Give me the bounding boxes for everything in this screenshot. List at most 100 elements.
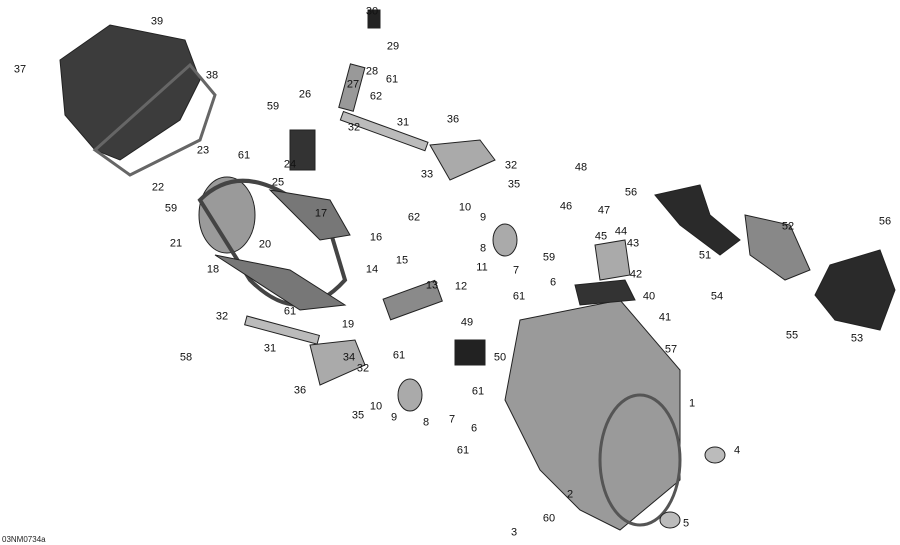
callout-61: 61 bbox=[237, 149, 251, 162]
callout-45: 45 bbox=[594, 230, 608, 243]
callout-24: 24 bbox=[283, 158, 297, 171]
callout-10: 10 bbox=[369, 400, 383, 413]
water-outlet-42 bbox=[574, 279, 636, 306]
callout-1: 1 bbox=[688, 397, 696, 410]
callout-44: 44 bbox=[614, 225, 628, 238]
callout-7: 7 bbox=[512, 264, 520, 277]
callout-56: 56 bbox=[624, 186, 638, 199]
callout-47: 47 bbox=[597, 204, 611, 217]
tensioner bbox=[289, 129, 316, 171]
callout-61: 61 bbox=[385, 73, 399, 86]
callout-9: 9 bbox=[390, 411, 398, 424]
callout-62: 62 bbox=[407, 211, 421, 224]
callout-26: 26 bbox=[298, 88, 312, 101]
diagram-code: 03NM0734a bbox=[2, 535, 46, 544]
callout-39: 39 bbox=[150, 15, 164, 28]
callout-8: 8 bbox=[479, 242, 487, 255]
callout-17: 17 bbox=[314, 207, 328, 220]
chain-tensioner-guide bbox=[214, 254, 347, 311]
callout-50: 50 bbox=[493, 351, 507, 364]
callout-61: 61 bbox=[392, 349, 406, 362]
callout-19: 19 bbox=[341, 318, 355, 331]
callout-5: 5 bbox=[682, 517, 690, 530]
callout-4: 4 bbox=[733, 444, 741, 457]
callout-54: 54 bbox=[710, 290, 724, 303]
callout-56: 56 bbox=[878, 215, 892, 228]
timing-chain bbox=[197, 178, 348, 307]
callout-61: 61 bbox=[512, 290, 526, 303]
rocker-arm-lower bbox=[309, 339, 366, 386]
callout-61: 61 bbox=[283, 305, 297, 318]
callout-14: 14 bbox=[365, 263, 379, 276]
callout-38: 38 bbox=[205, 69, 219, 82]
callout-32: 32 bbox=[215, 310, 229, 323]
rocker-shaft-upper bbox=[339, 110, 429, 152]
valve-cover-gasket bbox=[92, 62, 217, 177]
callout-48: 48 bbox=[574, 161, 588, 174]
callout-35: 35 bbox=[507, 178, 521, 191]
callout-3: 3 bbox=[510, 526, 518, 539]
callout-10: 10 bbox=[458, 201, 472, 214]
callout-18: 18 bbox=[206, 263, 220, 276]
callout-49: 49 bbox=[460, 316, 474, 329]
callout-31: 31 bbox=[263, 342, 277, 355]
callout-55: 55 bbox=[785, 329, 799, 342]
callout-6: 6 bbox=[549, 276, 557, 289]
callout-13: 13 bbox=[425, 279, 439, 292]
callout-15: 15 bbox=[395, 254, 409, 267]
valve-4 bbox=[704, 446, 726, 464]
callout-41: 41 bbox=[658, 311, 672, 324]
callout-59: 59 bbox=[164, 202, 178, 215]
timing-sprocket bbox=[198, 176, 256, 254]
thermostat-housing-52 bbox=[744, 214, 811, 281]
callout-61: 61 bbox=[471, 385, 485, 398]
tensioner-plunger bbox=[338, 63, 366, 112]
callout-27: 27 bbox=[346, 78, 360, 91]
callout-23: 23 bbox=[196, 144, 210, 157]
callout-21: 21 bbox=[169, 237, 183, 250]
callout-42: 42 bbox=[629, 268, 643, 281]
hose-53 bbox=[814, 249, 896, 331]
callout-28: 28 bbox=[365, 65, 379, 78]
rocker-arm-upper bbox=[429, 139, 496, 181]
callout-40: 40 bbox=[642, 290, 656, 303]
cylinder-head bbox=[504, 299, 681, 531]
callout-36: 36 bbox=[446, 113, 460, 126]
callout-34: 34 bbox=[342, 351, 356, 364]
callout-35: 35 bbox=[351, 409, 365, 422]
callout-32: 32 bbox=[504, 159, 518, 172]
rocker-shaft-lower bbox=[244, 315, 321, 345]
callout-53: 53 bbox=[850, 332, 864, 345]
callout-60: 60 bbox=[542, 512, 556, 525]
valve-5 bbox=[659, 511, 681, 529]
callout-12: 12 bbox=[454, 280, 468, 293]
callout-9: 9 bbox=[479, 211, 487, 224]
callout-20: 20 bbox=[258, 238, 272, 251]
camshaft bbox=[382, 279, 443, 321]
callout-43: 43 bbox=[626, 237, 640, 250]
callout-51: 51 bbox=[698, 249, 712, 262]
callout-2: 2 bbox=[566, 488, 574, 501]
hose-51 bbox=[654, 184, 741, 256]
callout-25: 25 bbox=[271, 176, 285, 189]
callout-6: 6 bbox=[470, 422, 478, 435]
callout-46: 46 bbox=[559, 200, 573, 213]
head-gasket bbox=[598, 393, 682, 527]
callout-32: 32 bbox=[356, 362, 370, 375]
callout-33: 33 bbox=[420, 168, 434, 181]
callout-36: 36 bbox=[293, 384, 307, 397]
callout-59: 59 bbox=[266, 100, 280, 113]
callout-29: 29 bbox=[386, 40, 400, 53]
callout-11: 11 bbox=[476, 261, 488, 274]
callout-61: 61 bbox=[456, 444, 470, 457]
callout-58: 58 bbox=[179, 351, 193, 364]
callout-31: 31 bbox=[396, 116, 410, 129]
callout-37: 37 bbox=[13, 63, 27, 76]
callout-57: 57 bbox=[664, 343, 678, 356]
callout-59: 59 bbox=[542, 251, 556, 264]
callout-32: 32 bbox=[347, 121, 361, 134]
callout-8: 8 bbox=[422, 416, 430, 429]
callout-30: 30 bbox=[365, 5, 379, 18]
